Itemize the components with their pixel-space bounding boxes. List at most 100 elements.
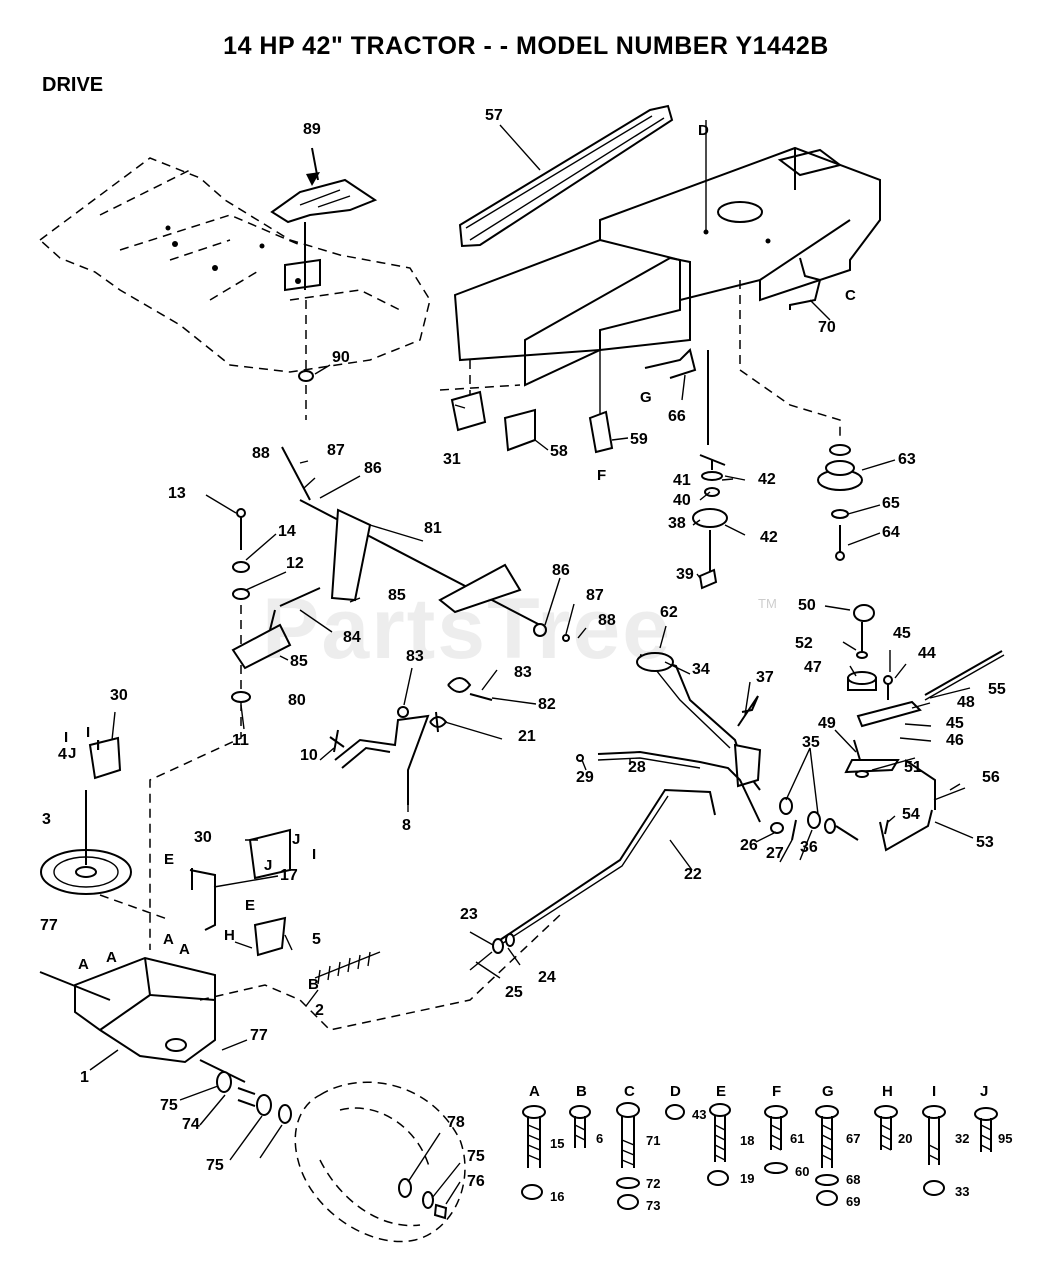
callout-30b: 30 xyxy=(194,829,212,846)
part-21-spring xyxy=(429,711,448,733)
callout-34: 34 xyxy=(692,661,710,678)
callout-37: 37 xyxy=(756,669,774,686)
callout-25: 25 xyxy=(505,984,523,1001)
callout-1: 1 xyxy=(80,1069,89,1086)
letter-a: A xyxy=(78,956,89,973)
letter-b: B xyxy=(308,976,319,993)
callout-90: 90 xyxy=(332,349,350,366)
callout-76: 76 xyxy=(467,1173,485,1190)
letter-g: G xyxy=(640,389,652,406)
part-82-spring xyxy=(397,677,493,718)
callout-55: 55 xyxy=(988,681,1006,698)
hardware-part-20: 20 xyxy=(898,1131,913,1146)
hardware-letter-a: A xyxy=(529,1083,540,1100)
hardware-part-73: 73 xyxy=(646,1198,661,1213)
hardware-letter-d: D xyxy=(670,1083,681,1100)
callout-83b: 83 xyxy=(514,664,532,681)
callout-58: 58 xyxy=(550,443,568,460)
part-3-pulley xyxy=(40,790,132,895)
callout-82: 82 xyxy=(538,696,556,713)
part-50-knob xyxy=(853,604,875,659)
hardware-part-32: 32 xyxy=(955,1131,970,1146)
callout-8: 8 xyxy=(402,817,411,834)
hardware-letter-f: F xyxy=(772,1083,782,1100)
part-1-transaxle xyxy=(39,956,246,1083)
letter-i3: I xyxy=(86,724,91,741)
callout-84: 84 xyxy=(343,629,361,646)
callout-87: 87 xyxy=(327,442,345,459)
callout-39: 39 xyxy=(676,566,694,583)
callout-88b: 88 xyxy=(598,612,616,629)
part-54-pin xyxy=(884,819,889,835)
part-90-grommet xyxy=(298,300,314,420)
callout-40: 40 xyxy=(673,492,691,509)
callout-21: 21 xyxy=(518,728,536,745)
callout-85: 85 xyxy=(388,587,406,604)
part-53-rod xyxy=(879,759,966,852)
part-48-lever xyxy=(856,700,922,728)
callout-41: 41 xyxy=(673,472,691,489)
hardware-letter-e: E xyxy=(716,1083,727,1100)
part-70-rod xyxy=(789,257,822,310)
part-35-bushing xyxy=(779,797,859,841)
callout-86b: 86 xyxy=(552,562,570,579)
section-title: DRIVE xyxy=(42,74,104,96)
callout-50: 50 xyxy=(798,597,816,614)
letter-d: D xyxy=(698,122,709,139)
callout-38: 38 xyxy=(668,515,686,532)
callout-44: 44 xyxy=(918,645,936,662)
callout-27: 27 xyxy=(766,845,784,862)
letter-j3: J xyxy=(264,857,273,874)
callout-13: 13 xyxy=(168,485,186,502)
part-8-rod xyxy=(334,714,430,805)
callout-31: 31 xyxy=(443,451,461,468)
hardware-part-72: 72 xyxy=(646,1176,661,1191)
hardware-part-18: 18 xyxy=(740,1133,755,1148)
page-title: 14 HP 42" TRACTOR - - MODEL NUMBER Y1442… xyxy=(223,32,829,60)
hardware-part-60: 60 xyxy=(795,1164,810,1179)
letter-h: H xyxy=(224,927,235,944)
callout-89: 89 xyxy=(303,121,321,138)
hardware-letter-c: C xyxy=(624,1083,635,1100)
part-17-bracket xyxy=(189,868,216,931)
callout-35: 35 xyxy=(802,734,820,751)
callout-29: 29 xyxy=(576,769,594,786)
callout-48: 48 xyxy=(957,694,975,711)
callout-74: 74 xyxy=(182,1116,200,1133)
part-30-clip xyxy=(88,736,291,880)
hardware-part-68: 68 xyxy=(846,1172,861,1187)
part-22-rod xyxy=(469,788,716,971)
letter-i2: I xyxy=(312,846,317,863)
rear-wheel xyxy=(294,1081,466,1243)
letter-j: J xyxy=(68,745,77,762)
hardware-drawings xyxy=(521,1102,998,1210)
callout-5: 5 xyxy=(312,931,321,948)
part-2-spring xyxy=(314,951,381,985)
leader-lines xyxy=(89,124,974,1205)
callout-75b: 75 xyxy=(206,1157,224,1174)
callout-36: 36 xyxy=(800,839,818,856)
hardware-part-61: 61 xyxy=(790,1131,805,1146)
callout-14: 14 xyxy=(278,523,296,540)
callout-42b: 42 xyxy=(760,529,778,546)
part-28-rod xyxy=(576,750,761,823)
hardware-part-43: 43 xyxy=(692,1107,707,1122)
fender-assembly xyxy=(38,157,431,373)
hardware-letter-g: G xyxy=(822,1083,834,1100)
hardware-letter-i: I xyxy=(932,1083,937,1100)
callout-4: 4 xyxy=(58,746,67,763)
letter-f: F xyxy=(597,467,607,484)
callout-28: 28 xyxy=(628,759,646,776)
part-44-pin xyxy=(883,675,893,700)
letter-a4: A xyxy=(179,941,190,958)
callout-26: 26 xyxy=(740,837,758,854)
left-linkage xyxy=(231,508,321,703)
callout-22: 22 xyxy=(684,866,702,883)
callout-65: 65 xyxy=(882,495,900,512)
callout-45b: 45 xyxy=(946,715,964,732)
callout-78: 78 xyxy=(447,1114,465,1131)
hardware-part-6: 6 xyxy=(596,1131,604,1146)
hardware-part-71: 71 xyxy=(646,1133,661,1148)
letter-e: E xyxy=(164,851,175,868)
